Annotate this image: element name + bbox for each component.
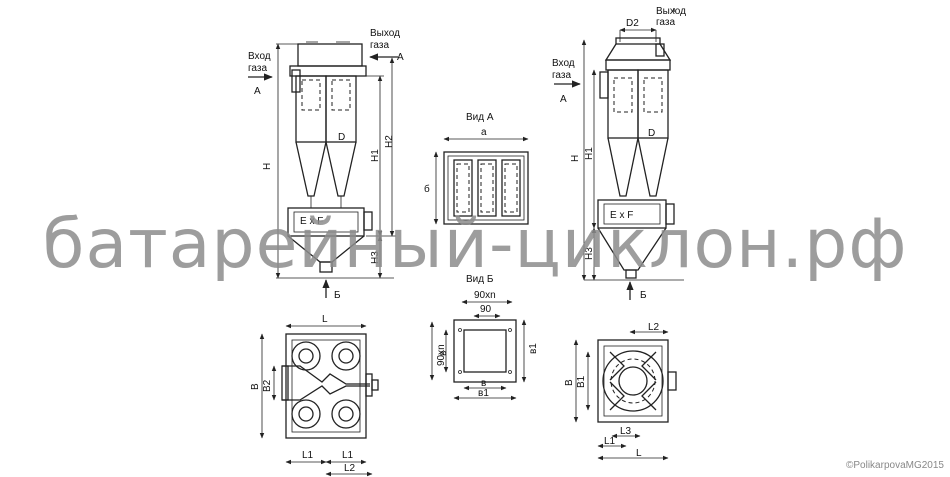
left-plan-dim-L1-a: L1 bbox=[302, 450, 314, 461]
right-dim-D2: D2 bbox=[626, 18, 639, 29]
right-gas-inlet-label-2: газа bbox=[552, 70, 571, 81]
left-plan-dim-L1-b: L1 bbox=[342, 450, 354, 461]
left-dim-H: Н bbox=[262, 163, 273, 170]
left-dim-H3: Н3 bbox=[370, 251, 381, 264]
left-gas-inlet-label-1: Вход bbox=[248, 51, 271, 62]
right-plan-dim-L: L bbox=[636, 448, 642, 459]
right-dim-D: D bbox=[648, 128, 655, 139]
right-arrow-a-inlet: А bbox=[560, 94, 567, 105]
right-gas-inlet-label-1: Вход bbox=[552, 58, 575, 69]
right-gas-outlet-label-2: газа bbox=[656, 17, 675, 28]
left-arrow-b: Б bbox=[334, 290, 341, 301]
right-dim-H1: Н1 bbox=[584, 147, 595, 160]
left-cyclone-body-2 bbox=[325, 75, 357, 143]
right-plan-dim-L3: L3 bbox=[620, 426, 632, 437]
view-b-title: Вид Б bbox=[466, 274, 494, 285]
view-a-dim-b: б bbox=[424, 183, 430, 195]
left-gas-outlet-label-2: газа bbox=[370, 40, 389, 51]
view-b-dim-90xn: 90хn bbox=[474, 290, 496, 301]
right-dim-H3: Н3 bbox=[584, 247, 595, 260]
left-gas-outlet-label-1: Выход bbox=[370, 28, 400, 39]
view-b-dim-v-left: в bbox=[438, 351, 449, 356]
right-gas-outlet-label-1: Выход bbox=[656, 6, 686, 17]
left-cyclone-plan: L В В2 L1 L1 L2 bbox=[250, 314, 379, 477]
left-dim-D: D bbox=[338, 132, 345, 143]
left-dim-H2: Н2 bbox=[384, 135, 395, 148]
view-b: Вид Б 90хn 90 90хn в в1 в в1 bbox=[429, 274, 539, 401]
right-plan-dim-B: В bbox=[564, 379, 575, 386]
view-a-dim-a: а bbox=[481, 127, 487, 138]
left-plan-dim-B: В bbox=[250, 383, 261, 390]
view-b-flange bbox=[453, 319, 517, 383]
copyright: ©PolikarpovaMG2015 bbox=[846, 460, 944, 471]
left-arrow-a-outlet: А bbox=[397, 52, 404, 63]
right-plan-dim-L2: L2 bbox=[648, 322, 660, 333]
left-cyclone-elevation: Вход газа А Выход газа А Н Н1 Н2 Н3 D E … bbox=[248, 28, 404, 301]
right-plan-frame bbox=[597, 339, 669, 423]
left-arrow-a-inlet: А bbox=[254, 86, 261, 97]
left-plan-dim-L: L bbox=[322, 314, 328, 325]
view-b-dim-v1-right: в1 bbox=[528, 343, 539, 354]
view-b-dim-v-bottom: в bbox=[481, 378, 486, 389]
right-arrow-b: Б bbox=[640, 290, 647, 301]
right-cyclone-plan: L2 В В1 L3 L1 L bbox=[564, 322, 677, 461]
left-gas-inlet-label-2: газа bbox=[248, 63, 267, 74]
right-plan-dim-B1: В1 bbox=[576, 375, 587, 388]
view-b-outlet bbox=[463, 329, 507, 373]
view-b-dim-v1-bottom: в1 bbox=[478, 388, 489, 399]
left-plan-dim-L2: L2 bbox=[344, 463, 356, 474]
view-a-title: Вид А bbox=[466, 112, 494, 123]
right-dim-ExF: E х F bbox=[610, 210, 633, 221]
right-dim-H: Н bbox=[570, 155, 581, 162]
view-b-dim-90: 90 bbox=[480, 304, 492, 315]
left-dim-ExF: E х F bbox=[300, 216, 323, 227]
view-a: Вид А а б bbox=[424, 112, 529, 225]
view-a-frame bbox=[443, 151, 529, 225]
left-plan-dim-B2: В2 bbox=[262, 379, 273, 392]
view-b-dim-90xn-v: 90хn bbox=[436, 344, 447, 366]
right-plan-dim-L1: L1 bbox=[604, 436, 616, 447]
left-top-header bbox=[297, 43, 363, 67]
left-dim-H1: Н1 bbox=[370, 149, 381, 162]
right-cyclone-elevation: D2 Вход газа А Выход газа Н Н1 Н3 D bbox=[552, 6, 686, 301]
